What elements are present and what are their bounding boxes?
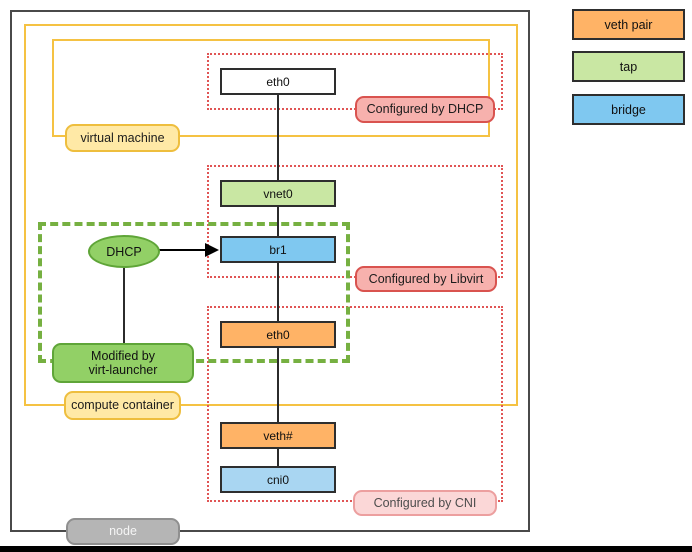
virtual-machine-label-text: virtual machine: [80, 130, 165, 145]
box-vnet0-label: vnet0: [263, 186, 293, 201]
box-veth: veth#: [220, 422, 336, 449]
legend-bridge-label: bridge: [611, 102, 646, 117]
dhcp-to-virt-launcher-line: [123, 266, 125, 344]
virtual-machine-label: virtual machine: [65, 124, 180, 152]
annotation-configured-by-libvirt-label: Configured by Libvirt: [368, 271, 484, 286]
virt-launcher-modified-region: [38, 222, 350, 363]
box-pod-eth0-label: eth0: [266, 327, 290, 342]
dhcp-process-label: DHCP: [106, 244, 142, 259]
annotation-configured-by-cni: Configured by CNI: [353, 490, 497, 516]
node-label-text: node: [109, 524, 137, 539]
virtual-machine-rect: [52, 39, 490, 137]
main-stack-connector-line: [277, 95, 279, 466]
node-boundary-rect: [10, 10, 530, 532]
virt-launcher-box: Modified by virt-launcher: [52, 343, 194, 383]
legend-item-tap: tap: [572, 51, 685, 82]
legend-item-veth-pair: veth pair: [572, 9, 685, 40]
annotation-configured-by-dhcp: Configured by DHCP: [355, 96, 495, 123]
legend-item-bridge: bridge: [572, 94, 685, 125]
box-veth-label: veth#: [263, 428, 293, 443]
arrowhead-icon: [205, 243, 219, 257]
box-br1: br1: [220, 236, 336, 263]
annotation-configured-by-dhcp-label: Configured by DHCP: [366, 102, 484, 117]
box-cni0: cni0: [220, 466, 336, 493]
dhcp-to-br1-arrow-line: [159, 249, 207, 251]
bottom-edge-strip: [0, 546, 692, 552]
dhcp-process-ellipse: DHCP: [88, 235, 160, 268]
annotation-configured-by-libvirt: Configured by Libvirt: [355, 266, 497, 292]
box-br1-label: br1: [269, 242, 287, 257]
compute-container-label: compute container: [64, 391, 181, 420]
compute-container-rect: [24, 24, 518, 406]
legend-tap-label: tap: [619, 59, 638, 74]
box-vm-eth0-label: eth0: [266, 74, 290, 89]
annotation-configured-by-cni-label: Configured by CNI: [373, 495, 477, 510]
box-pod-eth0: eth0: [220, 321, 336, 348]
compute-container-label-text: compute container: [71, 398, 174, 413]
node-label: node: [66, 518, 180, 545]
box-cni0-label: cni0: [266, 472, 289, 487]
legend-veth-pair-label: veth pair: [604, 17, 653, 32]
box-vm-eth0: eth0: [220, 68, 336, 95]
box-vnet0: vnet0: [220, 180, 336, 207]
virt-launcher-label: Modified by virt-launcher: [88, 348, 158, 377]
